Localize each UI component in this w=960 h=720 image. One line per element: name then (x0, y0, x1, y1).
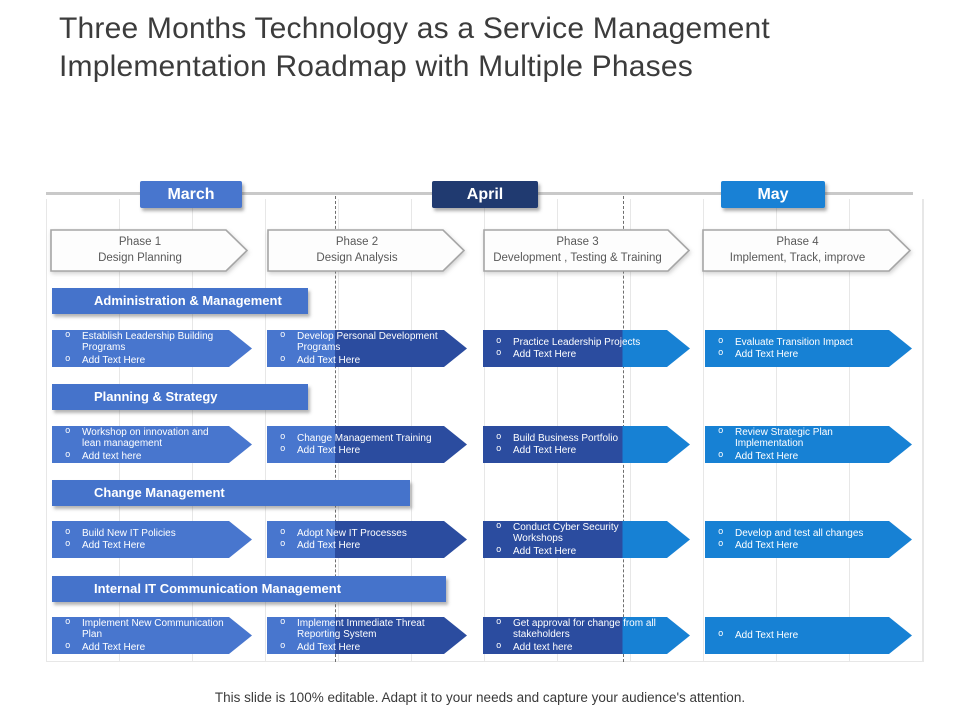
phase-subtitle: Design Planning (98, 251, 182, 264)
task-line: Develop Personal Development Programs (267, 331, 439, 354)
task-line: Build Business Portfolio (483, 433, 662, 445)
slide-title-line2: Implementation Roadmap with Multiple Pha… (59, 49, 693, 83)
phase-subtitle: Development , Testing & Training (493, 251, 662, 264)
phase-chevron-2: Phase 2 Design Analysis (267, 229, 465, 272)
task-arrow: Practice Leadership Projects Add Text He… (483, 330, 690, 367)
task-line: Add text here (52, 451, 224, 463)
chevron-arrow-shape (483, 229, 690, 272)
task-line: Review Strategic Plan Implementation (705, 427, 884, 450)
lane-header-administration-management: Administration & Management (52, 288, 308, 314)
lane-header-internal-it-communication: Internal IT Communication Management (52, 576, 446, 602)
task-line: Add Text Here (483, 349, 662, 361)
task-line: Add Text Here (267, 540, 439, 552)
task-line: Add Text Here (52, 642, 224, 654)
task-line: Develop and test all changes (705, 528, 884, 540)
phase-subtitle: Design Analysis (316, 251, 398, 264)
month-label: May (757, 185, 789, 203)
month-pill-may: May (721, 181, 825, 208)
chevron-arrow-shape (267, 229, 465, 272)
task-arrow: Evaluate Transition Impact Add Text Here (705, 330, 912, 367)
task-line: Establish Leadership Building Programs (52, 331, 224, 354)
editable-note: This slide is 100% editable. Adapt it to… (214, 690, 746, 705)
phase-title: Phase 3 (556, 236, 599, 249)
task-line: Add Text Here (52, 540, 224, 552)
task-arrow: Implement Immediate Threat Reporting Sys… (267, 617, 467, 654)
task-arrow: Get approval for change from all stakeho… (483, 617, 690, 654)
task-arrow: Change Management Training Add Text Here (267, 426, 467, 463)
task-arrow: Build Business Portfolio Add Text Here (483, 426, 690, 463)
task-arrow: Conduct Cyber Security Workshops Add Tex… (483, 521, 690, 558)
task-line: Add Text Here (705, 451, 884, 463)
task-line: Implement New Communication Plan (52, 618, 224, 641)
month-label: March (167, 185, 215, 203)
task-line: Add Text Here (483, 546, 662, 558)
task-arrow: Develop Personal Development Programs Ad… (267, 330, 467, 367)
task-line: Change Management Training (267, 433, 439, 445)
phase-chevron-4: Phase 4 Implement, Track, improve (702, 229, 911, 272)
phase-title: Phase 1 (118, 236, 162, 249)
lane-header-planning-strategy: Planning & Strategy (52, 384, 308, 410)
phase-title: Phase 2 (335, 236, 379, 249)
task-line: Evaluate Transition Impact (705, 337, 884, 349)
slide-title: Three Months Technology as a Service Man… (59, 10, 919, 86)
task-line: Adopt New IT Processes (267, 528, 439, 540)
month-pill-april: April (432, 181, 538, 208)
task-line: Build New IT Policies (52, 528, 224, 540)
task-arrow: Implement New Communication Plan Add Tex… (52, 617, 252, 654)
task-line: Get approval for change from all stakeho… (483, 618, 662, 641)
task-line: Conduct Cyber Security Workshops (483, 522, 662, 545)
phase-subtitle: Implement, Track, improve (729, 251, 866, 264)
task-arrow: Build New IT Policies Add Text Here (52, 521, 252, 558)
task-line: Add Text Here (267, 642, 439, 654)
phase-title: Phase 4 (776, 236, 819, 249)
task-line: Add Text Here (483, 445, 662, 457)
lane-header-change-management: Change Management (52, 480, 410, 506)
slide-title-line1: Three Months Technology as a Service Man… (59, 12, 770, 45)
task-arrow: Review Strategic Plan Implementation Add… (705, 426, 912, 463)
task-arrow: Workshop on innovation and lean manageme… (52, 426, 252, 463)
task-line: Add Text Here (705, 349, 884, 361)
task-line: Add Text Here (267, 445, 439, 457)
task-line: Add Text Here (267, 355, 439, 367)
task-line: Add Text Here (705, 630, 884, 642)
task-arrow: Develop and test all changes Add Text He… (705, 521, 912, 558)
phase-chevron-3: Phase 3 Development , Testing & Training (483, 229, 690, 272)
chevron-arrow-shape (702, 229, 911, 272)
task-arrow: Adopt New IT Processes Add Text Here (267, 521, 467, 558)
task-line: Add Text Here (705, 540, 884, 552)
month-pill-march: March (140, 181, 242, 208)
task-line: Practice Leadership Projects (483, 337, 662, 349)
task-line: Workshop on innovation and lean manageme… (52, 427, 224, 450)
task-line: Implement Immediate Threat Reporting Sys… (267, 618, 439, 641)
task-line: Add Text Here (52, 355, 224, 367)
task-arrow: Add Text Here (705, 617, 912, 654)
month-label: April (466, 185, 504, 203)
phase-chevron-1: Phase 1 Design Planning (50, 229, 248, 272)
task-line: Add text here (483, 642, 662, 654)
chevron-arrow-shape (50, 229, 248, 272)
task-arrow: Establish Leadership Building Programs A… (52, 330, 252, 367)
